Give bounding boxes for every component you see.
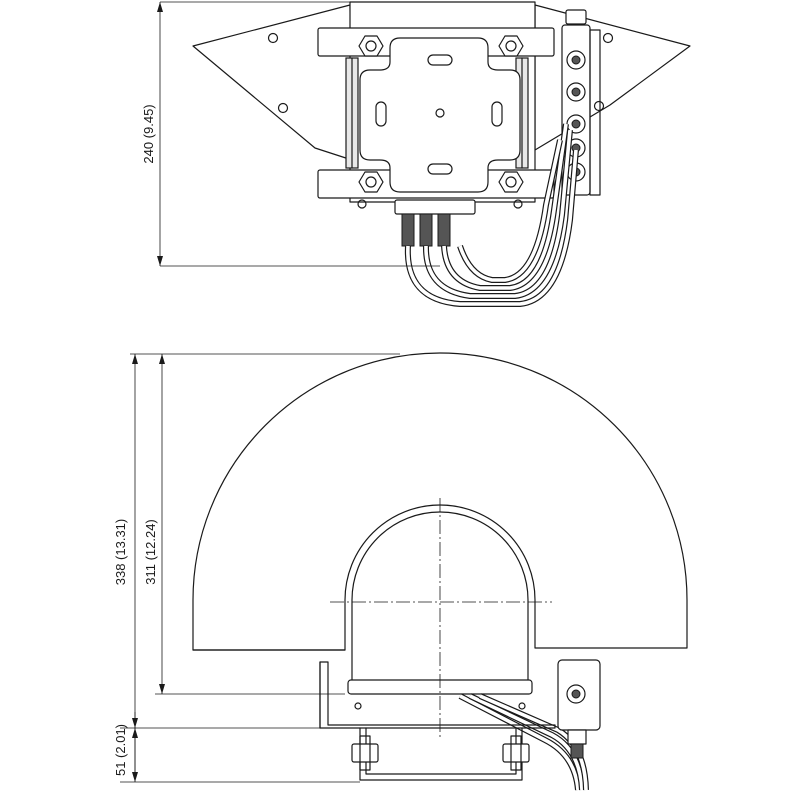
dimension-label-338: 338 (13.31) <box>113 519 128 586</box>
dimension-top-height: 240 (9.45) <box>141 1 440 267</box>
right-wing <box>534 4 691 151</box>
dome-housing <box>351 511 529 691</box>
dimension-label-51: 51 (2.01) <box>113 724 128 776</box>
top-view: 240 (9.45) <box>141 1 691 307</box>
junction-box <box>557 659 601 759</box>
dimension-shield-height: 311 (12.24) <box>143 354 345 695</box>
dimension-label-240: 240 (9.45) <box>141 104 156 163</box>
dimension-bracket-offset: 51 (2.01) <box>113 712 360 783</box>
dimension-overall-height: 338 (13.31) <box>113 353 400 780</box>
cable-bundle-top <box>404 123 579 307</box>
dimension-label-311: 311 (12.24) <box>143 519 158 585</box>
hex-nut <box>358 35 524 193</box>
mount-plate <box>359 37 521 193</box>
front-view: 338 (13.31) 311 (12.24) 51 (2.01) <box>113 352 688 791</box>
